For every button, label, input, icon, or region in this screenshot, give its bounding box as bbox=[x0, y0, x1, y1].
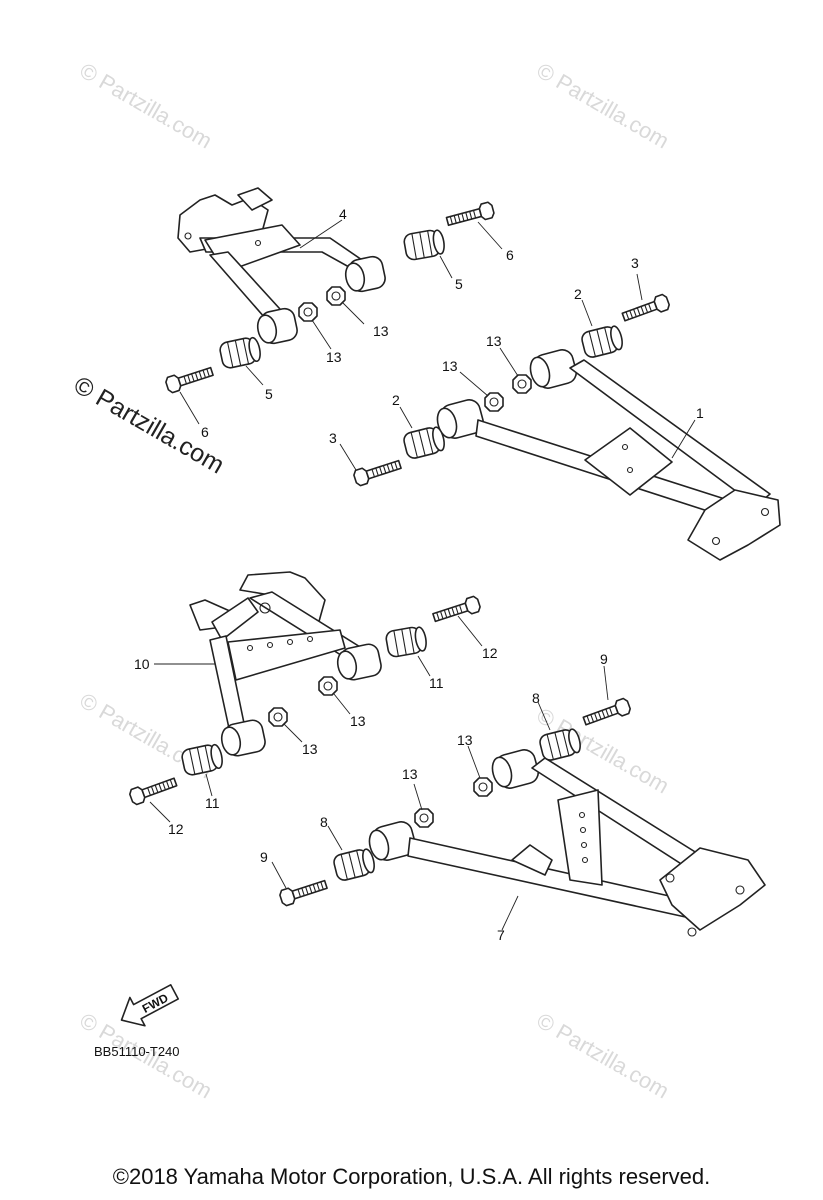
callout-8-left: 8 bbox=[320, 814, 328, 830]
bolt-12-left bbox=[127, 773, 179, 807]
callout-11-right: 11 bbox=[429, 675, 444, 691]
callout-numbers: 4 6 5 13 13 5 6 3 2 13 13 2 3 1 10 12 11… bbox=[134, 206, 704, 943]
callout-12-right: 12 bbox=[482, 645, 498, 661]
bolt-6-upper-left bbox=[163, 362, 216, 395]
bolt-9-left bbox=[277, 875, 330, 908]
callout-9-right: 9 bbox=[600, 651, 608, 667]
upper-arm-part-1 bbox=[436, 349, 781, 561]
diagram-reference-code: BB51110-T240 bbox=[94, 1044, 180, 1059]
callout-9-left: 9 bbox=[260, 849, 268, 865]
callout-3-left: 3 bbox=[329, 430, 337, 446]
callout-13-b: 13 bbox=[326, 349, 342, 365]
bushing-5-upper-left bbox=[217, 334, 264, 371]
callout-13-e: 13 bbox=[350, 713, 366, 729]
bolt-9-right bbox=[581, 696, 633, 730]
nut-13-g bbox=[473, 777, 493, 797]
callout-12-left: 12 bbox=[168, 821, 184, 837]
leader-lines bbox=[149, 219, 696, 931]
callout-2-left: 2 bbox=[392, 392, 400, 408]
bolt-12-right bbox=[430, 594, 483, 627]
watermark-6: © Partzilla.com bbox=[533, 1008, 674, 1104]
bushing-2-left bbox=[401, 424, 448, 461]
copyright-notice: ©2018 Yamaha Motor Corporation, U.S.A. A… bbox=[112, 1164, 711, 1189]
callout-4: 4 bbox=[339, 206, 347, 222]
lower-arm-part-10 bbox=[189, 571, 382, 757]
callout-6-upper-left: 6 bbox=[201, 424, 209, 440]
callout-11-left: 11 bbox=[205, 795, 220, 811]
nut-13-b bbox=[298, 302, 318, 322]
callout-13-d: 13 bbox=[442, 358, 458, 374]
callout-7: 7 bbox=[497, 927, 505, 943]
bushing-8-right bbox=[537, 726, 584, 763]
callout-13-h: 13 bbox=[402, 766, 418, 782]
fwd-arrow: FWD bbox=[120, 984, 180, 1027]
callout-13-a: 13 bbox=[373, 323, 389, 339]
callout-13-f: 13 bbox=[302, 741, 318, 757]
callout-13-g: 13 bbox=[457, 732, 473, 748]
bushing-5-upper-right bbox=[402, 227, 447, 262]
bolt-3-left bbox=[351, 455, 404, 488]
nut-13-h bbox=[414, 808, 434, 828]
callout-2-right: 2 bbox=[574, 286, 582, 302]
callout-5-upper-right: 5 bbox=[455, 276, 463, 292]
callout-6-upper-right: 6 bbox=[506, 247, 514, 263]
watermark-1: © Partzilla.com bbox=[76, 58, 217, 154]
bushing-2-right bbox=[579, 323, 626, 360]
upper-arm-part-4 bbox=[177, 187, 386, 345]
callout-1: 1 bbox=[696, 405, 704, 421]
callout-8-right: 8 bbox=[532, 690, 540, 706]
nut-13-f bbox=[268, 707, 288, 727]
watermark-2: © Partzilla.com bbox=[533, 58, 674, 154]
bushing-8-left bbox=[331, 846, 378, 883]
bushing-11-right bbox=[384, 624, 429, 659]
callout-13-c: 13 bbox=[486, 333, 502, 349]
lower-arm-part-7 bbox=[368, 749, 766, 937]
callout-10: 10 bbox=[134, 656, 150, 672]
callout-5-upper-left: 5 bbox=[265, 386, 273, 402]
nut-13-c bbox=[512, 374, 532, 394]
callout-3-right: 3 bbox=[631, 255, 639, 271]
nut-13-e bbox=[318, 676, 338, 696]
bolt-6-upper-right bbox=[444, 200, 496, 230]
bolt-3-right bbox=[620, 292, 672, 326]
